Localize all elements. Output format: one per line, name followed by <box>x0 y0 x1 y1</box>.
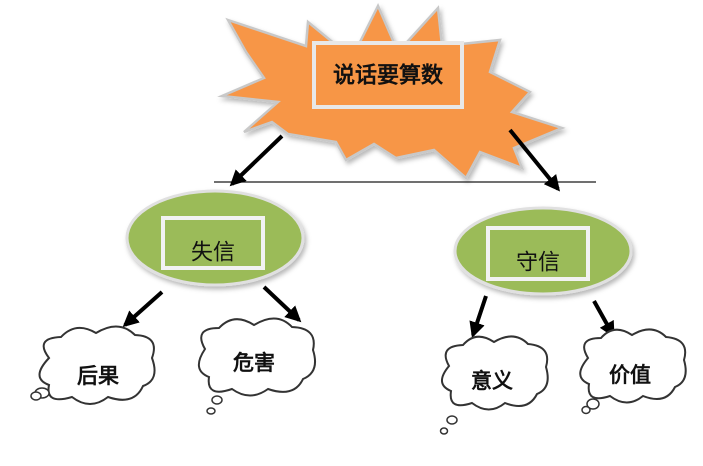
cloud-bubble-1b <box>30 391 42 401</box>
cloud-shape-1 <box>38 325 156 405</box>
leaf-label-3: 意义 <box>471 369 513 393</box>
arrow-right-to-leaf-2 <box>592 300 615 338</box>
cloud-bubble-2b <box>206 407 216 415</box>
branch-left-label: 失信 <box>191 241 235 266</box>
branch-right-box <box>486 226 590 281</box>
cloud-bubble-3a <box>446 415 458 425</box>
leaf-label-1: 后果 <box>77 364 119 388</box>
branch-left-box <box>161 216 265 270</box>
cloud-bubble-4b <box>581 405 591 415</box>
leaf-label-4: 价值 <box>609 363 651 387</box>
arrow-root-to-left <box>229 134 284 187</box>
cloud-node-1: 后果 <box>30 325 156 405</box>
branch-node-right: 守信 <box>453 206 633 296</box>
cloud-node-4: 价值 <box>579 328 687 415</box>
branch-right-label: 守信 <box>516 251 560 276</box>
cloud-node-3: 意义 <box>439 335 549 435</box>
cloud-shape-2 <box>198 317 316 397</box>
root-node: 说话要算数 <box>217 3 566 180</box>
cloud-bubble-3b <box>439 427 449 435</box>
cloud-bubble-4a <box>586 398 600 410</box>
cloud-shape-3 <box>441 335 549 411</box>
cloud-node-2: 危害 <box>198 317 316 415</box>
arrow-root-to-right <box>508 128 561 192</box>
cloud-shape-4 <box>579 328 687 404</box>
root-label: 说话要算数 <box>333 63 444 89</box>
leaf-label-2: 危害 <box>233 351 275 375</box>
arrow-left-to-leaf-1 <box>122 290 164 328</box>
cloud-bubble-2a <box>211 395 223 405</box>
arrow-left-to-leaf-2 <box>262 285 302 323</box>
branch-node-left: 失信 <box>125 189 305 287</box>
arrow-right-to-leaf-1 <box>469 295 488 339</box>
root-box <box>312 41 464 109</box>
